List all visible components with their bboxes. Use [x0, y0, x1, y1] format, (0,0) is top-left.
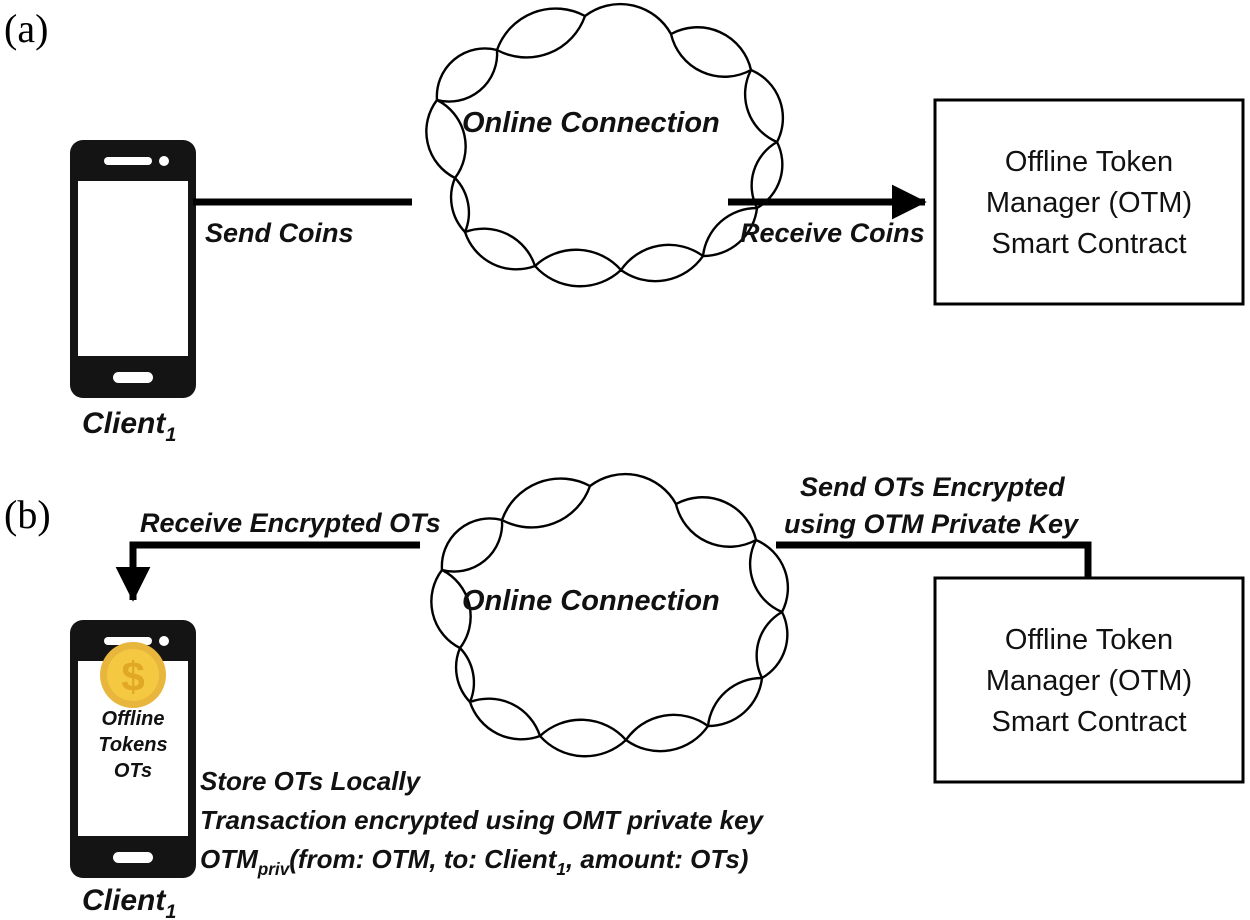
panel-b: (b) Receive Encrypted OTs $ Offline Toke…: [4, 472, 1245, 920]
panel-b-note-line-3: OTMpriv(from: OTM, to: Client1, amount: …: [200, 844, 748, 879]
panel-b-send-ots-connector: [776, 541, 1092, 578]
panel-b-otm-line-1: Offline Token: [1005, 624, 1173, 656]
panel-a-label: (a): [4, 6, 48, 51]
panel-b-client-label: Client1: [82, 884, 176, 920]
panel-a-cloud-label: Online Connection: [462, 107, 720, 139]
panel-b-otm-line-2: Manager (OTM): [986, 665, 1192, 697]
panel-a-client-label: Client1: [82, 407, 176, 446]
panel-a-otm-line-1: Offline Token: [1005, 146, 1173, 178]
panel-a-otm-box: [933, 98, 1245, 306]
panel-b-send-ots-label-line-1: Send OTs Encrypted: [800, 472, 1065, 502]
panel-a-send-coins-label: Send Coins: [205, 218, 354, 248]
panel-b-label: (b): [4, 492, 51, 537]
coin-dollar-glyph: $: [121, 653, 144, 700]
panel-b-otm-line-3: Smart Contract: [992, 706, 1187, 738]
panel-b-note-line-2: Transaction encrypted using OMT private …: [200, 805, 765, 835]
panel-a-otm-line-3: Smart Contract: [992, 228, 1187, 260]
panel-a: (a) Client1 Send Coins Online Connection…: [4, 2, 1245, 446]
panel-b-send-ots-label-line-2: using OTM Private Key: [784, 509, 1080, 539]
panel-b-otm-box: [933, 576, 1245, 784]
panel-b-coin-icon: $: [100, 642, 166, 708]
panel-a-otm-line-2: Manager (OTM): [986, 187, 1192, 219]
panel-a-receive-coins-label: Receive Coins: [740, 218, 925, 248]
panel-a-client-phone: [70, 140, 196, 398]
panel-a-cloud: [425, 2, 785, 288]
panel-b-phone-line-3: OTs: [114, 760, 152, 782]
panel-b-receive-ots-connector: [115, 541, 420, 602]
panel-b-note-line-1: Store OTs Locally: [200, 766, 422, 796]
panel-b-cloud-label: Online Connection: [462, 585, 720, 617]
panel-b-phone-line-1: Offline: [102, 708, 165, 730]
panel-b-receive-ots-label: Receive Encrypted OTs: [140, 508, 441, 538]
panel-b-phone-line-2: Tokens: [98, 734, 167, 756]
